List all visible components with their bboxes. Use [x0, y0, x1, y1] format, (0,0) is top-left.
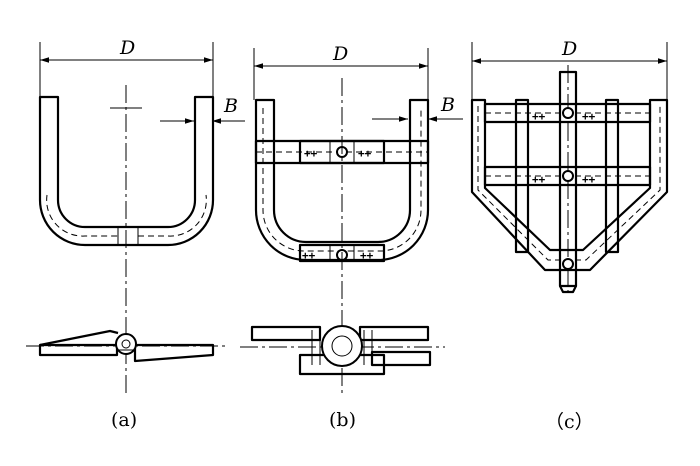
- bottom-view-b: [250, 325, 432, 376]
- anchor-blade-outline: [254, 98, 430, 262]
- bottom-view-a: [38, 329, 215, 363]
- dimension-label-d: D: [119, 37, 135, 59]
- weld-mark: ++: [302, 249, 316, 262]
- weld-mark: ++: [532, 110, 546, 123]
- figure-caption-c: （c）: [545, 411, 594, 433]
- frame-outline: [470, 98, 669, 272]
- weld-mark: ++: [360, 249, 374, 262]
- figure-caption-a: (a): [111, 409, 137, 431]
- weld-mark: ++: [582, 110, 596, 123]
- figure-c: D ++ ++ ++ ++ （c）: [470, 38, 669, 433]
- dimension-b-a: B: [160, 95, 245, 124]
- dimension-label-b: B: [223, 95, 238, 117]
- frame-hidden-line: [477, 106, 661, 261]
- anchor-blade-outline: [38, 95, 215, 247]
- figure-b: D B ++ ++ ++ ++: [240, 43, 463, 431]
- figure-a: D B (a): [26, 37, 245, 431]
- weld-mark: ++: [582, 173, 596, 186]
- dimension-d-b: D: [253, 43, 429, 100]
- dimension-label-b: B: [440, 94, 455, 116]
- weld-mark: ++: [532, 173, 546, 186]
- figure-caption-b: (b): [329, 409, 356, 431]
- blade-hidden-line: [138, 194, 207, 237]
- weld-mark: ++: [358, 147, 372, 160]
- dimension-d-c: D: [471, 38, 668, 102]
- dimension-d-a: D: [39, 37, 214, 100]
- weld-mark: ++: [304, 147, 318, 160]
- blade-hidden-line: [46, 194, 118, 237]
- dimension-label-d: D: [332, 43, 348, 65]
- dimension-b-b: B: [372, 94, 463, 122]
- dimension-label-d: D: [561, 38, 577, 60]
